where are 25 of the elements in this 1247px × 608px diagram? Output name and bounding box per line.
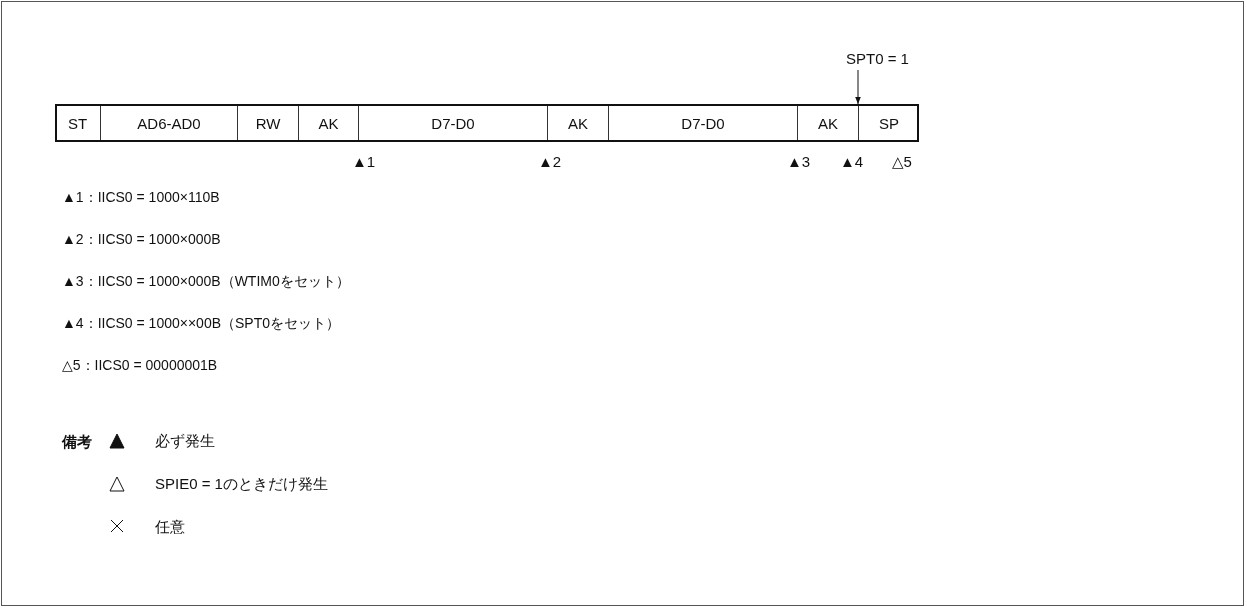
status-note: △5：IICS0 = 00000001B	[62, 356, 218, 374]
annotation-text: SPT0 = 1	[846, 50, 909, 68]
frame-field: AK	[298, 106, 358, 140]
status-note: ▲1：IICS0 = 1000×110B	[62, 188, 220, 206]
frame-field: AD6-AD0	[100, 106, 237, 140]
remarks-heading: 備考	[62, 433, 92, 451]
frame-field: D7-D0	[358, 106, 547, 140]
legend-text: 任意	[155, 518, 185, 536]
event-marker: ▲3	[787, 153, 811, 171]
status-note: ▲4：IICS0 = 1000××00B（SPT0をセット）	[62, 314, 341, 332]
status-note: ▲3：IICS0 = 1000×000B（WTIM0をセット）	[62, 272, 350, 290]
arrow	[855, 69, 861, 105]
frame-field: ST	[55, 106, 100, 140]
frame-field: AK	[797, 106, 858, 140]
status-note: ▲2：IICS0 = 1000×000B	[62, 230, 221, 248]
frame-field: RW	[237, 106, 298, 140]
legend-text: SPIE0 = 1のときだけ発生	[155, 475, 328, 493]
event-marker: ▲1	[352, 153, 376, 171]
event-marker: △5	[892, 153, 912, 171]
legend-text: 必ず発生	[155, 432, 215, 450]
event-marker: ▲2	[538, 153, 562, 171]
frame-field: AK	[547, 106, 608, 140]
frame-field: D7-D0	[608, 106, 797, 140]
event-marker: ▲4	[840, 153, 864, 171]
frame-field: SP	[858, 106, 919, 140]
